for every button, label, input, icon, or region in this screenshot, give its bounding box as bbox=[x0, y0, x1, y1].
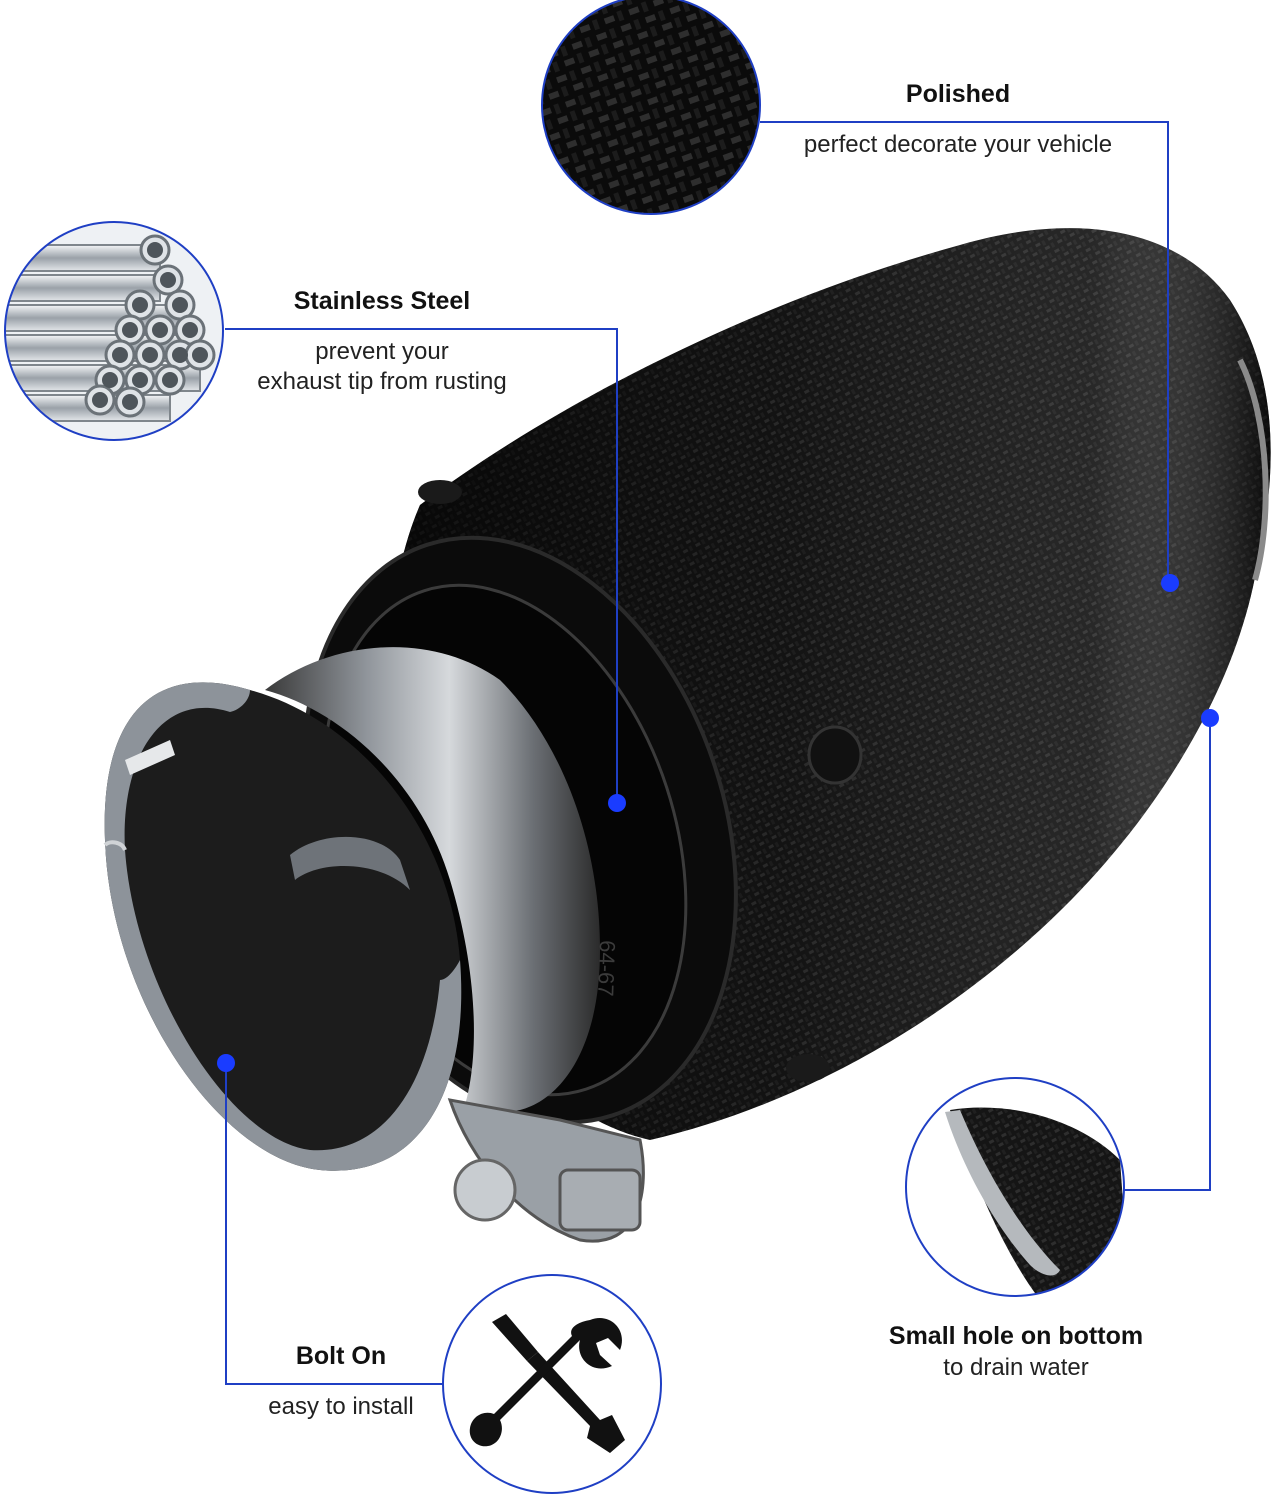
hole-title: Small hole on bottom bbox=[888, 1322, 1144, 1350]
bolt-callout-dot bbox=[217, 1054, 235, 1072]
clamp-marking: 64-67 bbox=[593, 940, 620, 997]
callout-lines bbox=[225, 121, 1211, 1385]
polished-desc: perfect decorate your vehicle bbox=[803, 131, 1113, 158]
stainless-desc-line2: exhaust tip from rusting bbox=[257, 368, 507, 395]
stainless-callout-line bbox=[225, 328, 618, 803]
stainless-callout-dot bbox=[608, 794, 626, 812]
clamp bbox=[265, 647, 645, 1243]
bolt-desc: easy to install bbox=[268, 1393, 414, 1420]
stainless-desc-line1: prevent your bbox=[315, 338, 449, 365]
callout-dots bbox=[217, 574, 1219, 1072]
hole-callout-line bbox=[1124, 718, 1211, 1191]
hole-desc: to drain water bbox=[943, 1354, 1089, 1381]
carbon-tip-bottom-icon bbox=[905, 1077, 1125, 1297]
polished-callout-line bbox=[760, 121, 1169, 583]
bolt-callout-line bbox=[225, 1063, 445, 1385]
stainless-title: Stainless Steel bbox=[293, 287, 471, 315]
hole-callout-dot bbox=[1201, 709, 1219, 727]
steel-inlet-pipe bbox=[103, 682, 462, 1171]
polished-callout-dot bbox=[1161, 574, 1179, 592]
screwdriver-wrench-icon bbox=[442, 1274, 662, 1494]
bolt-title: Bolt On bbox=[295, 1342, 387, 1370]
carbon-fiber-weave-icon bbox=[541, 0, 761, 215]
polished-title: Polished bbox=[905, 80, 1011, 108]
steel-pipes-icon bbox=[4, 221, 224, 441]
